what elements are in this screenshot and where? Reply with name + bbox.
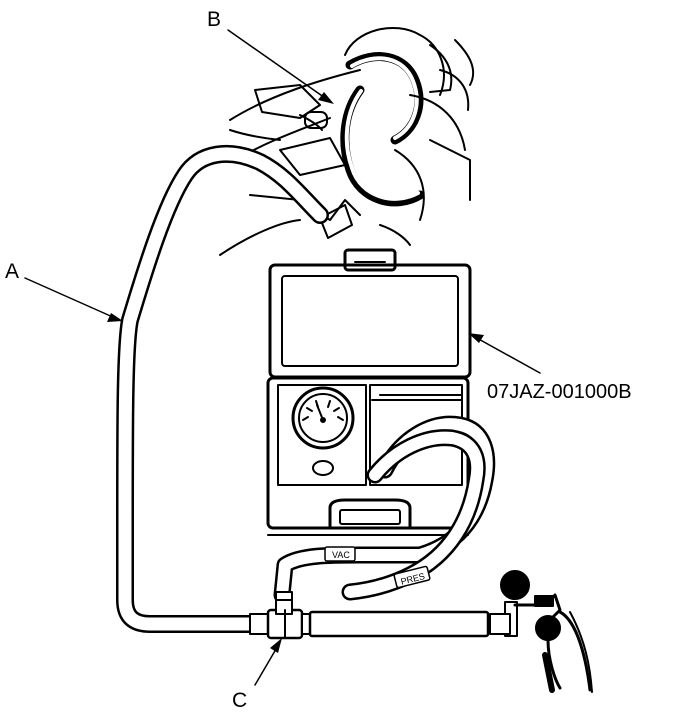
pump-hose	[308, 610, 490, 638]
pressure-gauge-icon	[291, 386, 355, 450]
tester-case-icon	[266, 248, 472, 536]
callout-a: A	[5, 260, 19, 283]
tool-part-number: 07JAZ-001000B	[487, 381, 632, 403]
callout-c: C	[232, 689, 247, 712]
hand-vacuum-pump-icon	[489, 570, 593, 693]
leader-lines	[24, 29, 541, 686]
engine-bay-icon	[219, 26, 475, 256]
hose-a	[116, 144, 329, 633]
hose-tag-vac: VAC	[332, 550, 350, 560]
tester-hoses	[273, 415, 496, 604]
callout-b: B	[207, 8, 221, 31]
